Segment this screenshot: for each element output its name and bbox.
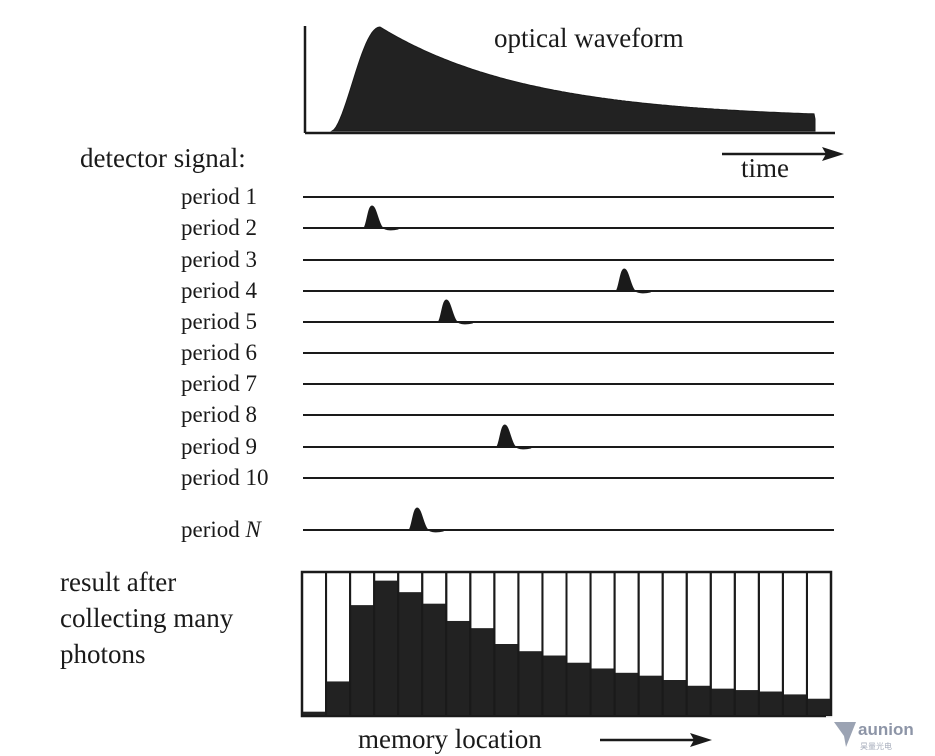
memory-arrow-head xyxy=(690,733,712,747)
period-label: period 6 xyxy=(181,340,257,365)
aunion-logo-icon xyxy=(834,722,856,747)
period-label: period 4 xyxy=(181,278,258,303)
period-number: 2 xyxy=(246,215,258,240)
period-prefix: period xyxy=(181,371,246,396)
period-row: period 8 xyxy=(181,402,834,427)
histogram-label-line-2: collecting many xyxy=(60,603,234,633)
photon-pulse xyxy=(437,299,473,325)
histogram-bar xyxy=(446,620,471,716)
aunion-watermark: aunion 昊量光电 xyxy=(826,716,931,754)
period-number: 6 xyxy=(246,340,258,365)
histogram-bar xyxy=(710,688,735,716)
photon-pulse xyxy=(495,424,532,450)
histogram-bar xyxy=(350,605,375,716)
period-row: period 9 xyxy=(181,424,834,459)
histogram-bar xyxy=(590,668,615,716)
period-label: period 7 xyxy=(181,371,257,396)
period-row: period 3 xyxy=(181,247,834,272)
period-label: period 5 xyxy=(181,309,257,334)
photon-pulse xyxy=(363,205,399,231)
photon-pulse xyxy=(615,268,651,294)
histogram-bar xyxy=(470,628,495,716)
period-row: period 1 xyxy=(181,184,834,209)
period-prefix: period xyxy=(181,402,246,427)
period-number: 5 xyxy=(246,309,258,334)
histogram-bar xyxy=(398,592,423,716)
period-prefix: period xyxy=(181,465,246,490)
histogram-bar xyxy=(542,655,567,716)
period-row: period N xyxy=(181,507,834,542)
watermark-subtext: 昊量光电 xyxy=(860,741,892,751)
period-row: period 5 xyxy=(181,299,834,334)
histogram-bar xyxy=(374,580,399,716)
period-row: period 10 xyxy=(181,465,834,490)
watermark-text: aunion xyxy=(858,720,914,739)
optical-waveform-curve xyxy=(330,26,816,132)
histogram-label-line-3: photons xyxy=(60,639,146,669)
period-prefix: period xyxy=(181,434,246,459)
period-prefix: period xyxy=(181,278,246,303)
histogram-bar xyxy=(422,603,447,716)
period-row: period 7 xyxy=(181,371,834,396)
histogram-bar xyxy=(734,690,759,716)
histogram-bar xyxy=(686,685,711,716)
histogram-bar xyxy=(566,662,591,716)
memory-location-label: memory location xyxy=(358,724,542,754)
memory-bin xyxy=(805,571,832,717)
period-number: 1 xyxy=(246,184,258,209)
period-label: period 9 xyxy=(181,434,257,459)
period-label: period 2 xyxy=(181,215,257,240)
histogram-bar xyxy=(806,698,831,716)
time-arrow-head xyxy=(822,147,844,161)
period-prefix: period xyxy=(181,309,246,334)
period-prefix: period xyxy=(181,340,246,365)
period-row: period 6 xyxy=(181,340,834,365)
period-prefix: period xyxy=(181,215,246,240)
histogram-bar xyxy=(782,694,807,716)
period-number: 3 xyxy=(246,247,258,272)
period-number: 7 xyxy=(246,371,258,396)
period-number: N xyxy=(245,517,263,542)
period-prefix: period xyxy=(181,247,246,272)
period-row: period 4 xyxy=(181,268,834,303)
detector-signal-label: detector signal: xyxy=(80,143,246,173)
period-label: period 8 xyxy=(181,402,257,427)
period-row: period 2 xyxy=(181,205,834,240)
histogram-label-line-1: result after xyxy=(60,567,176,597)
period-label: period 1 xyxy=(181,184,257,209)
histogram-bar xyxy=(518,651,543,716)
photon-pulse xyxy=(408,507,444,533)
histogram-bar xyxy=(638,675,663,716)
period-number: 10 xyxy=(246,465,269,490)
period-number: 9 xyxy=(246,434,258,459)
period-number: 8 xyxy=(246,402,258,427)
period-prefix: period xyxy=(181,517,246,542)
period-label: period 10 xyxy=(181,465,269,490)
histogram-bar xyxy=(302,711,327,716)
period-label: period 3 xyxy=(181,247,257,272)
histogram-bar xyxy=(614,672,639,716)
histogram-bar xyxy=(494,644,519,716)
period-number: 4 xyxy=(246,278,258,303)
period-prefix: period xyxy=(181,184,246,209)
memory-histogram xyxy=(300,570,833,718)
period-label: period N xyxy=(181,517,263,542)
optical-waveform-label: optical waveform xyxy=(494,23,684,53)
optical-waveform-panel: optical waveform time xyxy=(303,23,844,183)
histogram-bar xyxy=(326,681,351,716)
time-label: time xyxy=(741,153,789,183)
histogram-bar xyxy=(662,680,687,716)
histogram-bar xyxy=(758,691,783,716)
histogram-label: result after collecting many photons xyxy=(60,567,234,669)
